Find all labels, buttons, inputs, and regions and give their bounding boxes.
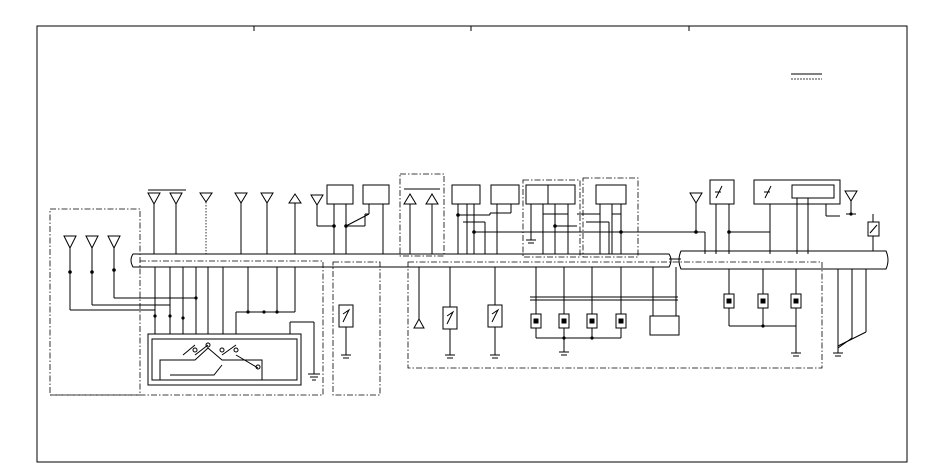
zone-top-3-wiring	[577, 204, 623, 254]
terminals-top-left	[147, 189, 324, 254]
right-top-components	[670, 179, 880, 254]
left-bus-drops	[153, 267, 296, 334]
zone-top-2-wiring	[526, 204, 577, 254]
connector-boxes-top	[326, 184, 627, 205]
legend-key	[791, 73, 822, 80]
zone-switch	[332, 261, 381, 396]
zone-center	[407, 261, 823, 369]
terminals-left-zone	[63, 235, 196, 311]
zone-top-1-terminals	[403, 188, 440, 254]
drawing-frame	[36, 25, 908, 463]
frame-ticks	[253, 26, 690, 31]
zone-top-2	[522, 179, 581, 258]
switch-component	[338, 304, 354, 359]
main-connector-block	[147, 321, 320, 386]
harness-bus-right	[678, 250, 889, 270]
center-zone-components	[413, 267, 802, 359]
middle-box-wiring	[456, 204, 670, 254]
zone-left	[49, 208, 141, 396]
ground-bundle-right	[833, 269, 867, 357]
top-box-wiring	[317, 204, 384, 254]
zone-top-3	[582, 177, 639, 258]
zone-top-1	[399, 173, 445, 257]
